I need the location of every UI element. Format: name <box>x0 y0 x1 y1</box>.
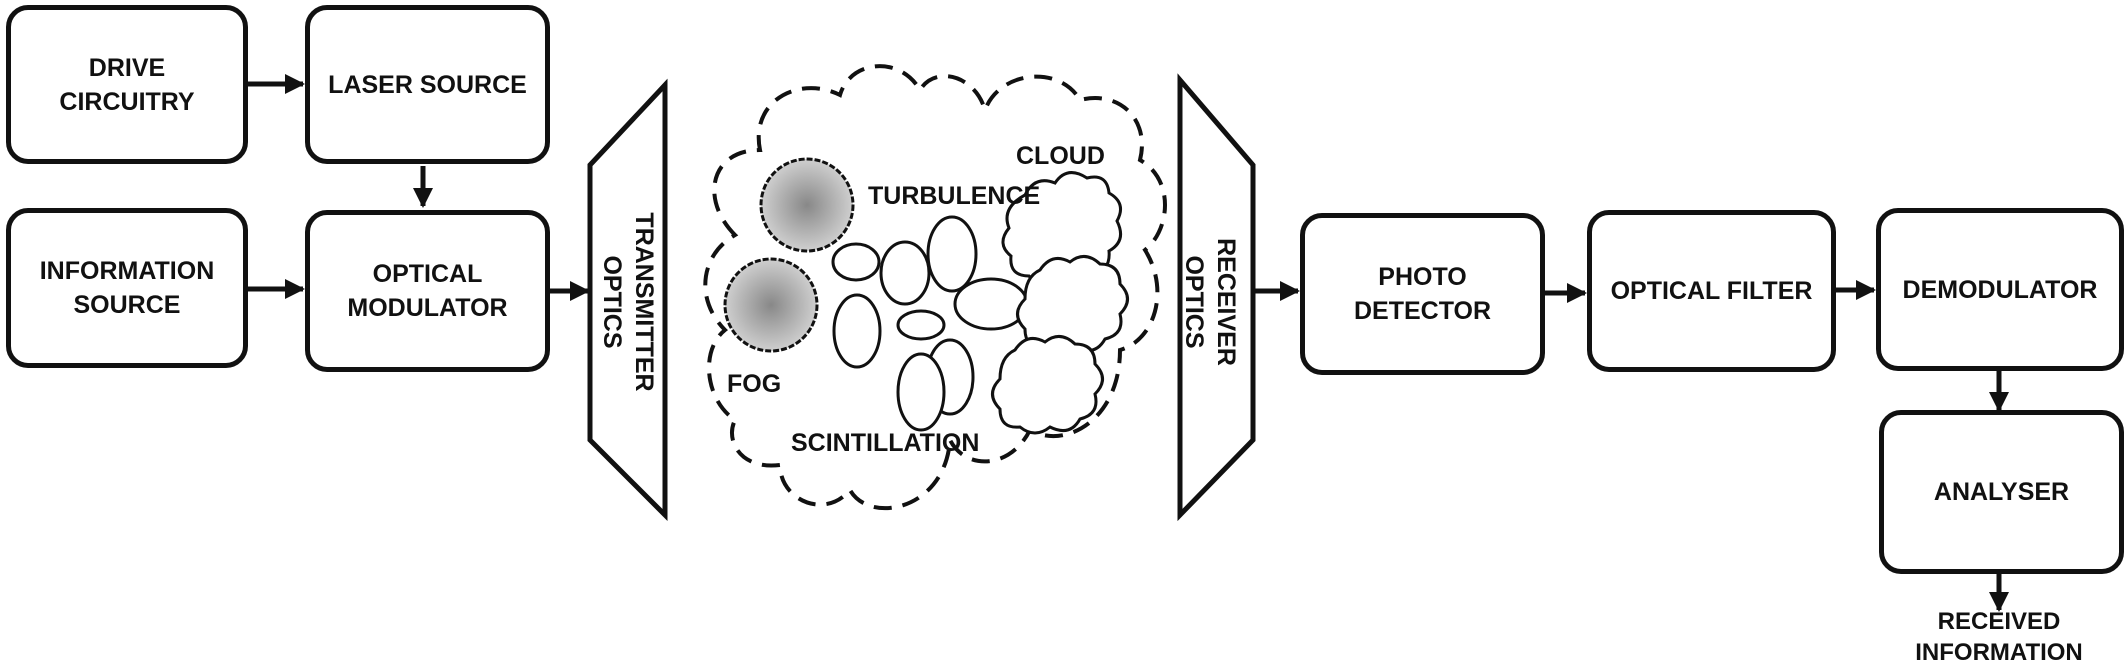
cloud-puff-middle <box>1016 255 1129 355</box>
fog-puff-top <box>759 157 855 253</box>
analyser-block: ANALYSER <box>1879 410 2124 574</box>
optical-modulator-label: OPTICAL MODULATOR <box>347 260 508 322</box>
turbulence-eddies <box>831 215 1029 432</box>
cloud-label: CLOUD <box>1016 142 1105 170</box>
eddy-5 <box>896 309 946 341</box>
receiver-optics-label: RECEIVER OPTICS <box>1180 238 1240 366</box>
drive-circuitry-block: DRIVE CIRCUITRY <box>6 5 248 164</box>
information-source-label: INFORMATION SOURCE <box>39 257 215 319</box>
optical-filter-label: OPTICAL FILTER <box>1610 277 1813 305</box>
demodulator-label: DEMODULATOR <box>1902 275 2098 304</box>
atmospheric-channel-outline <box>703 64 1167 511</box>
received-information-label: RECEIVED INFORMATION <box>1915 608 2083 666</box>
eddy-4 <box>953 277 1029 331</box>
drive-circuitry-label: DRIVE CIRCUITRY <box>59 53 195 116</box>
cloud-puff-bottom <box>991 335 1104 435</box>
optical-filter-block: OPTICAL FILTER <box>1587 210 1836 372</box>
eddy-8 <box>896 352 946 432</box>
demodulator-block: DEMODULATOR <box>1876 208 2124 371</box>
laser-source-block: LASER SOURCE <box>305 5 550 164</box>
transmitter-optics-label: TRANSMITTER OPTICS <box>598 212 658 392</box>
cloud-puffs <box>991 171 1129 435</box>
transmitter-optics-lens <box>587 78 668 522</box>
fog-puff-bottom <box>723 257 819 353</box>
fog-label: FOG <box>727 370 782 398</box>
receiver-optics-lens <box>1177 73 1256 522</box>
scintillation-label: SCINTILLATION <box>791 429 980 457</box>
arrows <box>246 74 2009 612</box>
turbulence-label: TURBULENCE <box>868 182 1041 210</box>
analyser-label: ANALYSER <box>1933 478 2070 506</box>
eddy-3 <box>926 215 978 293</box>
laser-source-label: LASER SOURCE <box>328 70 527 99</box>
eddy-1 <box>831 242 881 282</box>
optical-modulator-block: OPTICAL MODULATOR <box>305 210 550 372</box>
photo-detector-label: PHOTO DETECTOR <box>1353 263 1492 325</box>
photo-detector-block: PHOTO DETECTOR <box>1300 213 1545 375</box>
eddy-6 <box>832 293 882 369</box>
eddy-2 <box>879 240 931 306</box>
information-source-block: INFORMATION SOURCE <box>6 208 248 368</box>
